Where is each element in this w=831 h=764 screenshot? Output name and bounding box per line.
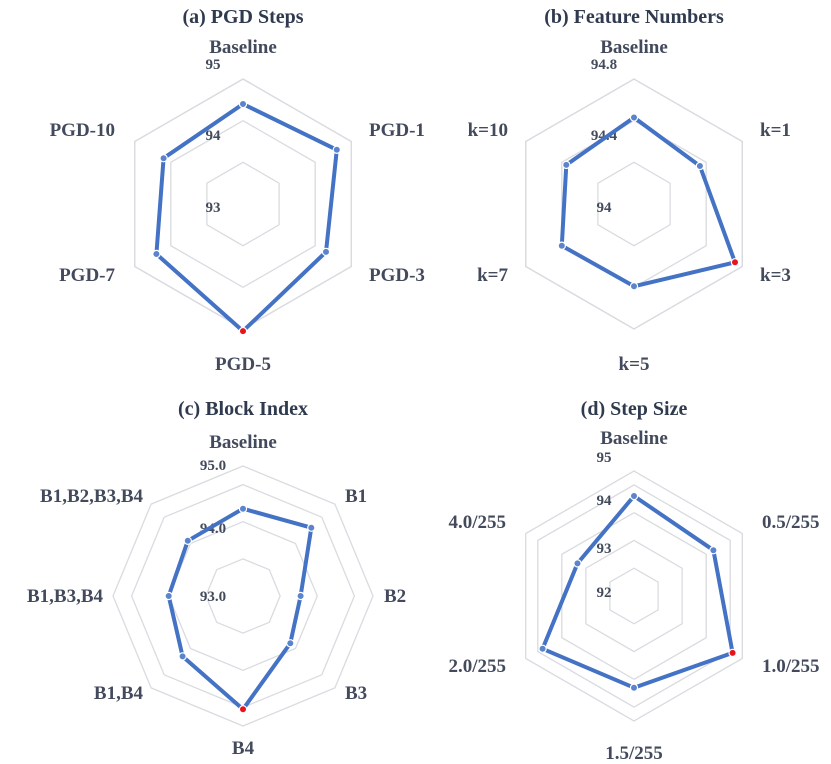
axis-label: k=7 <box>477 265 508 286</box>
axis-label: B1,B3,B4 <box>27 586 104 607</box>
radial-tick-label: 94.0 <box>200 521 226 537</box>
data-point-marker <box>557 241 567 250</box>
radar-chart-3: (c) Block Index95.094.093.0BaselineB1B2B… <box>27 398 406 759</box>
radial-tick-label: 94 <box>597 493 613 509</box>
radial-tick-label: 95 <box>206 57 221 73</box>
data-point-marker <box>307 523 316 532</box>
data-point-marker <box>164 591 173 601</box>
data-point-marker <box>159 153 168 163</box>
radial-tick-label: 94 <box>206 128 222 144</box>
radar-grid-ring <box>597 161 671 247</box>
axis-label: k=5 <box>619 354 650 375</box>
axis-label: PGD-3 <box>369 265 425 286</box>
axis-label: PGD-7 <box>59 265 115 286</box>
best-value-marker <box>728 648 737 658</box>
data-point-marker <box>152 249 161 259</box>
data-point-marker <box>629 683 639 692</box>
axis-label: B1 <box>345 486 367 507</box>
axis-label: B1,B2,B3,B4 <box>40 486 143 507</box>
data-point-marker <box>321 247 331 257</box>
data-point-marker <box>238 504 248 513</box>
data-point-marker <box>709 546 718 555</box>
chart-title: (d) Step Size <box>581 398 688 420</box>
radar-chart-4: (d) Step Size 95 94 93 92 Baseline 0.5/255 1.0/… <box>448 398 819 764</box>
radial-tick-label: 93 <box>206 200 221 216</box>
axis-label: B4 <box>232 738 255 759</box>
axis-label: Baseline <box>209 432 277 453</box>
radar-grid-ring <box>525 78 743 330</box>
axis-label: PGD-10 <box>50 120 115 141</box>
radar-grid-ring <box>585 539 683 653</box>
axis-label: 1.0/255 <box>762 656 820 677</box>
radial-tick-label: 92 <box>597 585 612 601</box>
radar-grid-ring <box>206 161 280 247</box>
axis-label: 2.0/255 <box>448 656 506 677</box>
axis-label: B2 <box>384 586 406 607</box>
axis-label: k=3 <box>760 265 791 286</box>
radial-tick-label: 95.0 <box>200 458 226 474</box>
axis-label: B1,B4 <box>94 683 144 704</box>
radar-chart-2: (b) Feature Numbers94.894.494Baselinek=1… <box>468 6 791 375</box>
radial-tick-label: 93 <box>597 541 612 557</box>
radar-grid-ring <box>205 558 281 634</box>
chart-title: (c) Block Index <box>178 398 308 420</box>
data-point-marker <box>629 491 639 501</box>
radar-grid-ring <box>561 511 707 681</box>
data-point-marker <box>629 113 639 122</box>
data-point-marker <box>538 644 547 654</box>
axis-label: 0.5/255 <box>762 512 820 533</box>
radial-tick-label: 95 <box>597 450 612 466</box>
data-point-marker <box>629 282 639 291</box>
series-line <box>154 102 339 334</box>
series-line <box>559 115 737 289</box>
radar-chart-1: (a) PGD Steps959493BaselinePGD-1PGD-3PGD… <box>50 6 425 375</box>
best-value-marker <box>238 705 248 714</box>
best-value-marker <box>238 326 248 336</box>
data-point-marker <box>183 536 192 546</box>
data-point-marker <box>238 99 248 109</box>
data-point-marker <box>332 145 341 154</box>
axis-label: PGD-5 <box>215 354 271 375</box>
data-point-marker <box>178 652 187 661</box>
axis-label: 4.0/255 <box>448 512 506 533</box>
radial-tick-label: 94.8 <box>591 57 617 73</box>
axis-label: Baseline <box>209 37 277 58</box>
axis-label: 1.5/255 <box>605 743 663 764</box>
radar-grid-ring <box>537 484 731 708</box>
data-point-marker <box>286 639 295 648</box>
data-point-marker <box>695 161 705 171</box>
radar-grid-outer <box>134 78 352 330</box>
radial-tick-label: 93.0 <box>200 589 226 605</box>
radar-grid-outer <box>525 470 743 722</box>
axis-label: k=1 <box>760 120 791 141</box>
data-point-marker <box>562 160 571 170</box>
best-value-marker <box>730 258 740 267</box>
chart-title: (a) PGD Steps <box>182 6 303 28</box>
radar-grid-ring <box>561 119 707 289</box>
radar-grid-ring <box>609 567 659 625</box>
radial-tick-label: 94 <box>597 200 613 216</box>
axis-label: Baseline <box>600 37 668 58</box>
data-point-marker <box>296 591 305 601</box>
radar-grid-outer <box>112 465 374 727</box>
chart-title: (b) Feature Numbers <box>544 6 724 28</box>
radar-grid-ring <box>170 119 316 289</box>
axis-label: B3 <box>345 683 367 704</box>
axis-label: k=10 <box>468 120 508 141</box>
radar-grid-ring <box>134 78 352 330</box>
axis-label: Baseline <box>600 428 668 449</box>
radar-grid-ring <box>167 520 319 672</box>
data-point-marker <box>573 559 582 568</box>
axis-label: PGD-1 <box>369 120 425 141</box>
